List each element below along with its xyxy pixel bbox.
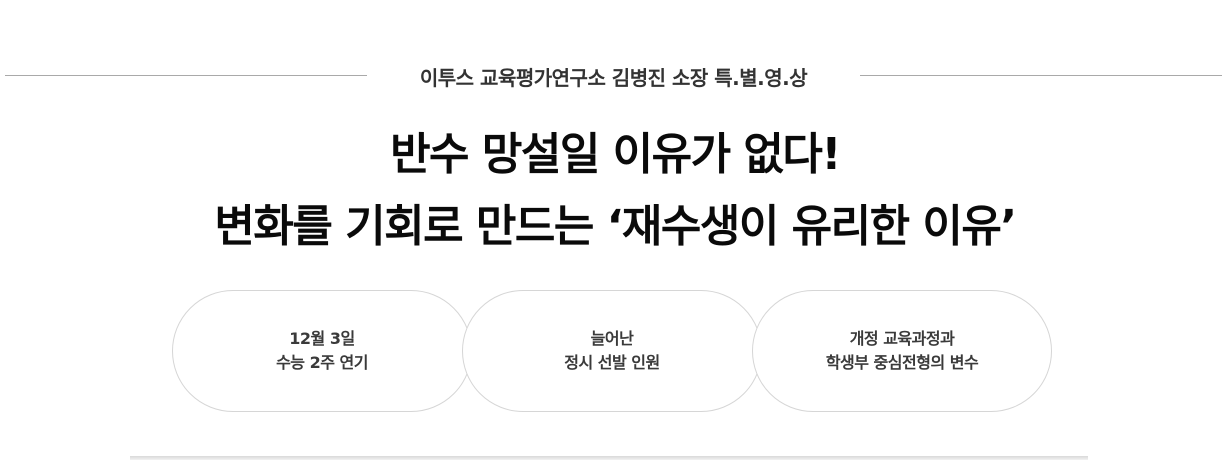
topic-pill-2-line-1: 늘어난	[590, 329, 634, 348]
topic-pill-3: 개정 교육과정과 학생부 중심전형의 변수	[752, 290, 1052, 412]
topic-pill-1-line-2: 수능 2주 연기	[276, 353, 368, 372]
bottom-edge-shadow	[130, 456, 1088, 460]
topic-pill-3-line-1: 개정 교육과정과	[849, 329, 955, 348]
headline-line-1: 반수 망설일 이유가 없다!	[390, 129, 841, 180]
topic-pill-1: 12월 3일 수능 2주 연기	[172, 290, 472, 412]
subtitle-divider-left	[5, 75, 367, 76]
headline-line-2: 변화를 기회로 만드는 ‘재수생이 유리한 이유’	[214, 201, 1017, 252]
topic-pill-1-line-1: 12월 3일	[289, 329, 355, 348]
subtitle-divider-right	[860, 75, 1222, 76]
topic-pill-3-line-2: 학생부 중심전형의 변수	[825, 353, 979, 372]
topic-pill-2: 늘어난 정시 선발 인원	[462, 290, 762, 412]
subtitle-row: 이투스 교육평가연구소 김병진 소장 특.별.영.상	[0, 58, 1230, 94]
topic-pill-2-line-2: 정시 선발 인원	[564, 353, 660, 372]
subtitle: 이투스 교육평가연구소 김병진 소장 특.별.영.상	[419, 66, 808, 90]
